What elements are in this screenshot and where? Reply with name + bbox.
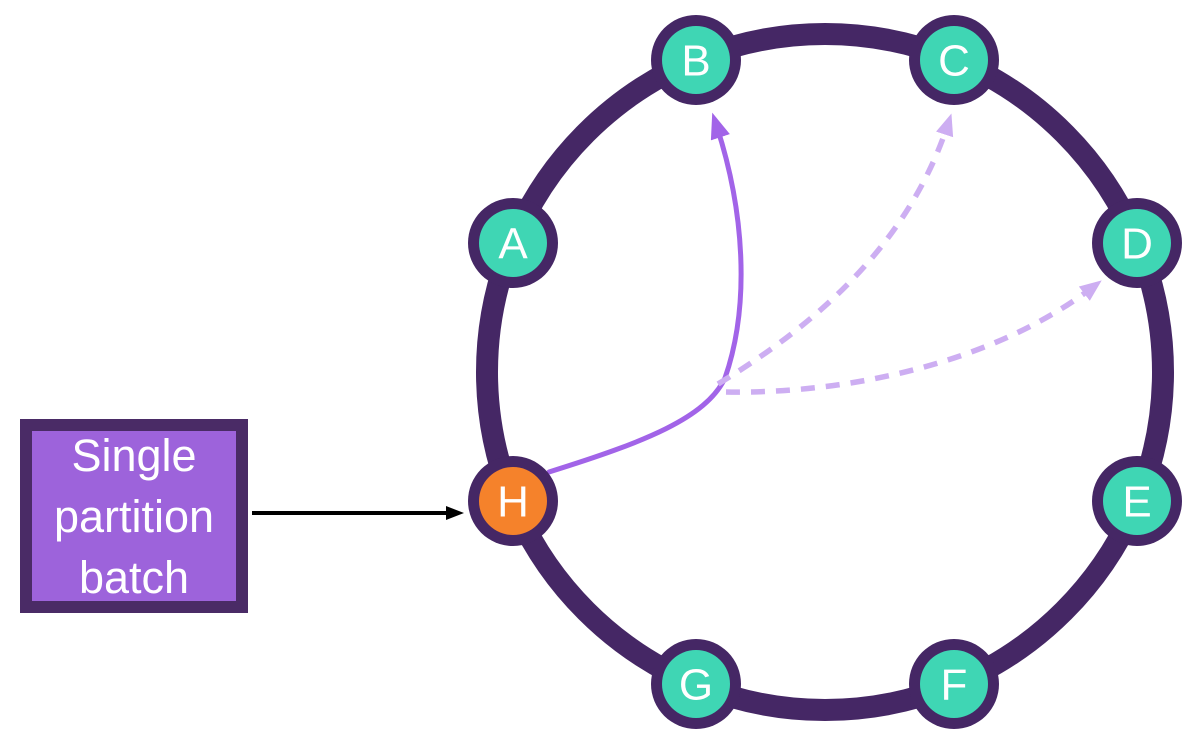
node-d-circle <box>1103 209 1171 277</box>
batch-box: Single partition batch <box>20 419 248 613</box>
batch-box-line-3: batch <box>79 552 189 603</box>
node-a-label: A <box>498 219 528 268</box>
node-h: H <box>468 456 558 546</box>
batch-box-rect <box>20 419 248 613</box>
node-b-label: B <box>681 36 710 85</box>
node-a: A <box>468 198 558 288</box>
node-g-circle <box>662 650 730 718</box>
node-c-circle <box>920 26 988 94</box>
edge-h-c-dashed-arrow <box>716 113 954 387</box>
node-a-circle <box>479 209 547 277</box>
batch-box-line-2: partition <box>54 491 214 542</box>
node-c: C <box>909 15 999 105</box>
node-e: E <box>1092 456 1182 546</box>
edge-h-d-dashed-arrow <box>725 280 1102 395</box>
node-f-circle <box>920 650 988 718</box>
node-e-label: E <box>1122 477 1151 526</box>
edge-h-b-solid-arrow <box>546 112 744 475</box>
node-f: F <box>909 639 999 729</box>
node-h-circle <box>479 467 547 535</box>
node-b: B <box>651 15 741 105</box>
node-g: G <box>651 639 741 729</box>
node-d: D <box>1092 198 1182 288</box>
node-e-circle <box>1103 467 1171 535</box>
node-b-circle <box>662 26 730 94</box>
batch-box-line-1: Single <box>71 430 196 481</box>
node-f-label: F <box>941 660 968 709</box>
node-c-label: C <box>938 36 970 85</box>
node-g-label: G <box>679 660 713 709</box>
partition-ring <box>476 23 1174 721</box>
node-d-label: D <box>1121 219 1153 268</box>
node-h-label: H <box>497 477 529 526</box>
